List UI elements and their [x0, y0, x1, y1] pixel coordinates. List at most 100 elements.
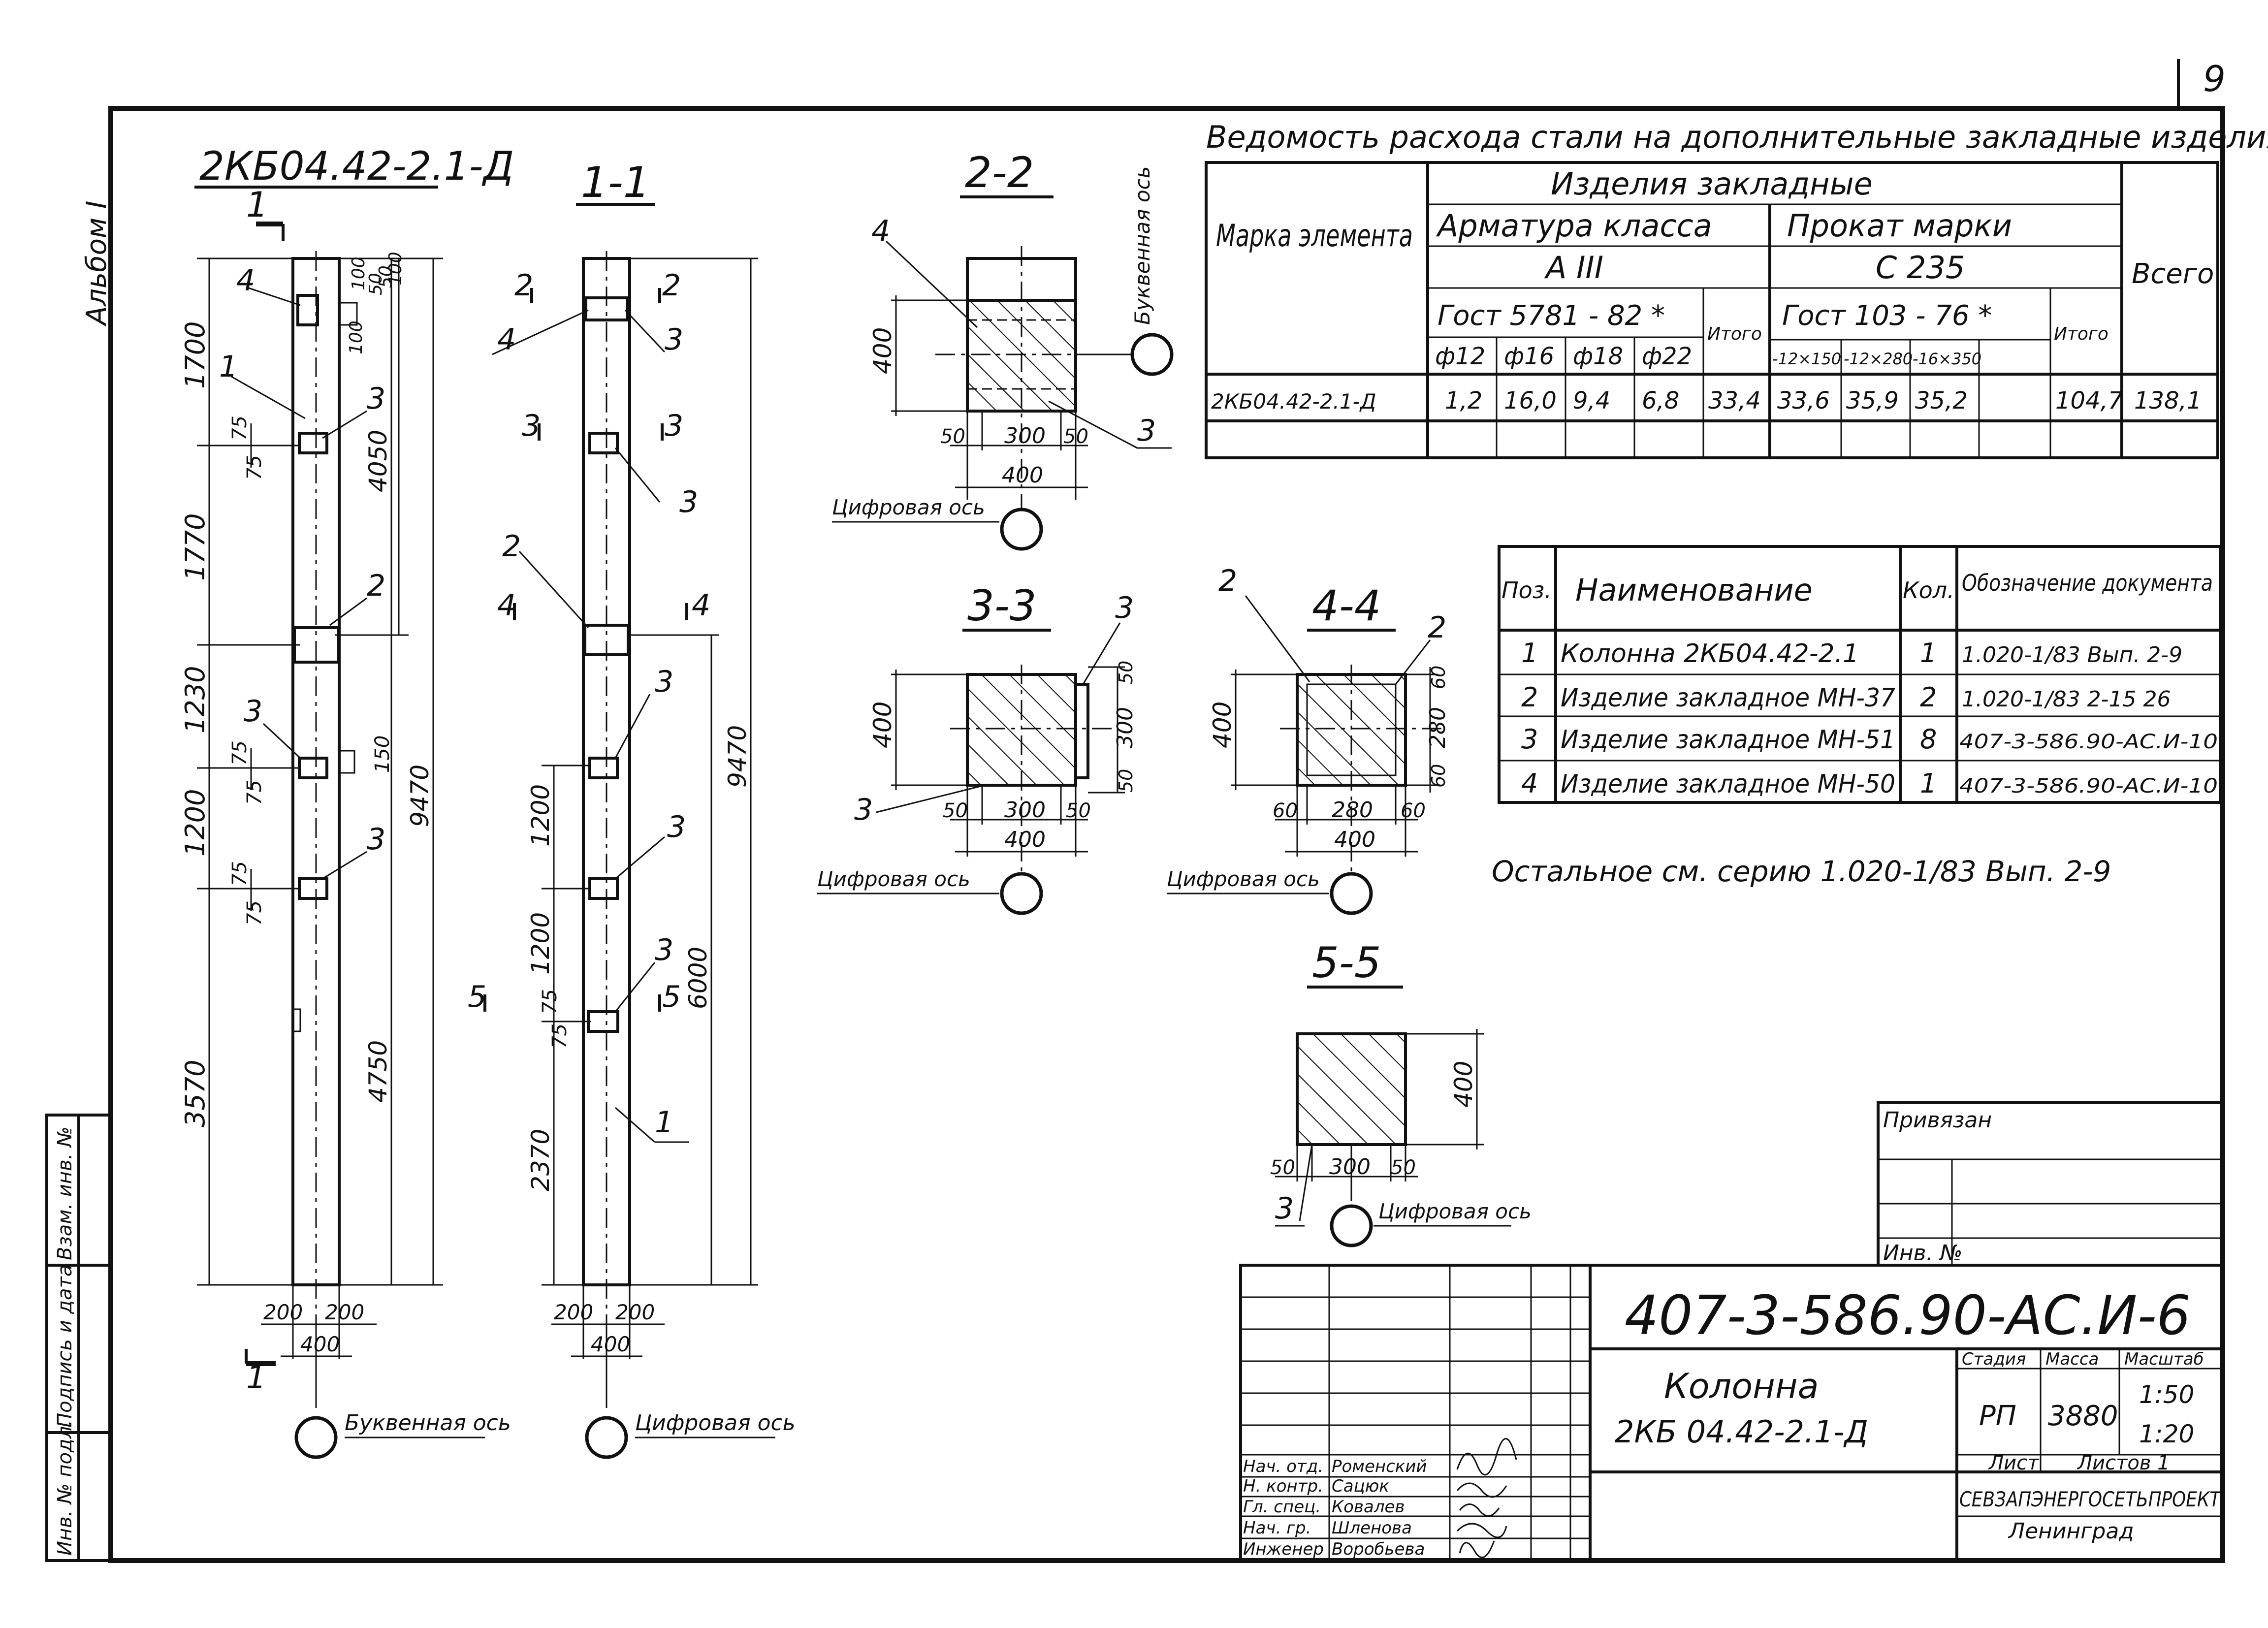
- section-1-1-title: 1-1: [581, 158, 650, 207]
- drawing-label: ф16: [1504, 343, 1554, 370]
- axis-bubble: [585, 1416, 628, 1459]
- section-1-1-axis-label: Цифровая ось: [635, 1410, 796, 1436]
- drawing-label: 2: [502, 529, 521, 564]
- drawing-label: 2: [1521, 682, 1538, 713]
- drawing-label: Н. контр.: [1243, 1476, 1323, 1496]
- drawing-label: 16,0: [1504, 387, 1557, 415]
- drawing-label: Изделие закладное МН-51: [1561, 725, 1895, 755]
- drawing-label: 3: [665, 322, 683, 357]
- drawing-rect: [298, 757, 328, 779]
- drawing-line: [492, 309, 589, 355]
- column-axis-label: Буквенная ось: [345, 1410, 511, 1436]
- drawing-label: 50: [1115, 661, 1137, 684]
- drawing-label: Арматура класса: [1436, 208, 1712, 244]
- drawing-label: 1: [1920, 768, 1937, 799]
- drawing-label: Гост 5781 - 82 *: [1437, 300, 1665, 332]
- drawing-label: 75: [243, 455, 266, 480]
- section-5-5-title: 5-5: [1312, 938, 1381, 988]
- steel-table: Ведомость расхода стали на дополнительны…: [1205, 119, 2268, 459]
- drawing-line: [1048, 400, 1138, 449]
- drawing-line: [624, 309, 666, 353]
- drawing-label: 280: [1425, 707, 1450, 748]
- drawing-label: 3: [665, 409, 683, 443]
- drawing-label: 1: [1521, 638, 1538, 669]
- drawing-label: 3: [655, 933, 673, 967]
- sheet-frame: [108, 106, 2225, 1563]
- drawing-label: СЕВЗАПЭНЕРГОСЕТЬПРОЕКТ: [1959, 1487, 2222, 1511]
- drawing-label: 100: [385, 252, 406, 286]
- stamp-inv-podl: Инв. № подл.: [54, 1420, 76, 1556]
- stamp-podpis: Подпись и дата: [54, 1265, 76, 1428]
- drawing-rect: [292, 1008, 301, 1032]
- drawing-label: 75: [548, 1023, 571, 1049]
- drawing-label: 60: [1401, 799, 1426, 822]
- drawing-label: Листов 1: [2076, 1452, 2170, 1474]
- drawing-label: 4: [497, 322, 516, 357]
- drawing-label: 2370: [526, 1129, 555, 1191]
- drawing-label: 35,9: [1846, 387, 1899, 415]
- drawing-rect: [1074, 683, 1089, 779]
- drawing-label: 75: [243, 900, 266, 926]
- drawing-rect: [587, 1010, 619, 1033]
- stamp-vzam: Взам. инв. №: [54, 1126, 76, 1260]
- drawing-label: 2КБ04.42-2.1-Д: [1211, 389, 1376, 414]
- drawing-label: 4050: [364, 430, 392, 492]
- drawing-label: РП: [1979, 1400, 2016, 1432]
- drawing-rect: [1205, 161, 2219, 459]
- axis-bubble: [1000, 872, 1043, 915]
- drawing-line: [1395, 639, 1431, 685]
- steel-table-title: Ведомость расхода стали на дополнительны…: [1206, 119, 2268, 155]
- drawing-label: -12×150: [1772, 350, 1841, 368]
- drawing-label: 4: [871, 214, 890, 249]
- drawing-label: 8: [1920, 724, 1937, 755]
- section-2-2-axis-top: Буквенная ось: [1130, 166, 1154, 325]
- drawing-label: 75: [228, 415, 251, 441]
- drawing-line: [614, 447, 661, 503]
- drawing-label: А III: [1544, 250, 1603, 286]
- drawing-label: 50: [1066, 799, 1091, 822]
- drawing-line: [322, 851, 367, 880]
- drawing-label: 50: [376, 265, 396, 288]
- drawing-label: 1230: [180, 666, 211, 734]
- drawing-rect: [339, 302, 358, 326]
- drawing-rect: [298, 877, 328, 900]
- section-3-3-title: 3-3: [967, 581, 1036, 631]
- drawing-label: Воробьева: [1332, 1539, 1425, 1559]
- drawing-line: [885, 240, 978, 328]
- spec-table: Поз. Наименование Кол. Обозначение докум…: [1498, 545, 2222, 804]
- drawing-label: Сацюк: [1332, 1476, 1389, 1496]
- drawing-label: Нач. гр.: [1243, 1518, 1311, 1538]
- drawing-label: 200: [263, 1300, 303, 1324]
- title-block: 407-3-586.90-АС.И-6 Колонна 2КБ 04.42-2.…: [1239, 1264, 2224, 1562]
- drawing-label: Роменский: [1332, 1457, 1427, 1476]
- drawing-label: 3880: [2048, 1400, 2118, 1432]
- drawing-label: 3: [655, 665, 673, 699]
- drawing-line: [231, 376, 306, 419]
- drawing-label: Колонна 2КБ04.42-2.1: [1561, 639, 1859, 669]
- drawing-label: 400: [1004, 827, 1046, 852]
- drawing-label: 1,2: [1445, 387, 1482, 415]
- drawing-label: 1: [1920, 638, 1937, 669]
- drawing-label: Гл. спец.: [1243, 1497, 1321, 1517]
- drawing-label: 6,8: [1642, 387, 1679, 415]
- drawing-line: [614, 962, 656, 1012]
- drawing-label: 1: [219, 350, 238, 384]
- drawing-label: 400: [1334, 827, 1375, 852]
- drawing-label: Гост 103 - 76 *: [1782, 300, 1992, 332]
- drawing-rect: [584, 296, 629, 321]
- drawing-label: 300: [1004, 423, 1046, 448]
- drawing-path: [1459, 1540, 1495, 1558]
- drawing-line: [262, 723, 301, 759]
- drawing-label: Лист: [1988, 1452, 2040, 1474]
- drawing-path: [1456, 1523, 1507, 1538]
- axis-bubble: [1330, 872, 1373, 915]
- drawing-label: 1: [246, 1360, 266, 1396]
- drawing-label: 9,4: [1573, 387, 1610, 415]
- steel-table-mark-h: Марка элемента: [1216, 218, 1413, 254]
- column-view-title: 2КБ04.42-2.1-Д: [199, 143, 514, 189]
- drawing-line: [876, 784, 985, 813]
- page-number: 9: [2203, 58, 2226, 99]
- drawing-line: [615, 1107, 655, 1143]
- drawing-label: 200: [615, 1300, 655, 1324]
- section-2-2: 2-2 400 50 300 50 400 4 3 Буквенная ось …: [832, 148, 1174, 551]
